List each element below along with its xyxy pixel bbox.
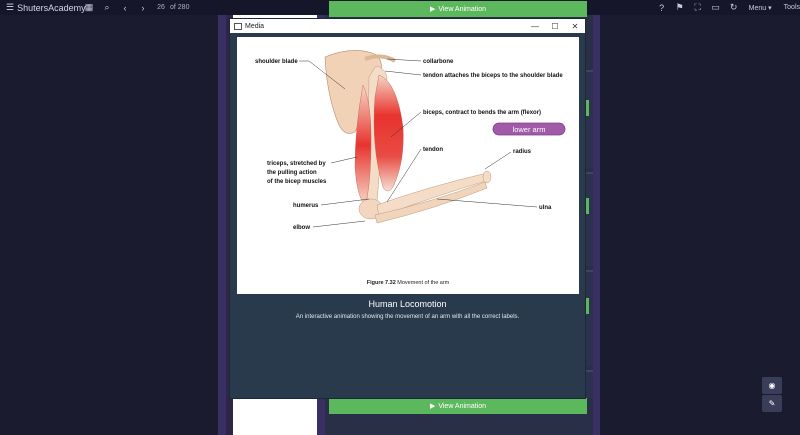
media-modal: Media — ☐ ✕ xyxy=(229,18,586,399)
collarbone-shape xyxy=(364,54,397,63)
menu-grid-icon: ☰ xyxy=(6,2,15,12)
previous-page-icon[interactable]: ‹ xyxy=(123,2,127,13)
label-elbow: elbow xyxy=(293,225,310,231)
view-toggle-button[interactable]: ◉ xyxy=(762,377,782,394)
view-animation-button[interactable]: ▶ View Animation xyxy=(329,398,587,414)
view-animation-label: View Animation xyxy=(438,402,487,410)
leader-line xyxy=(484,151,512,170)
label-tendon-biceps: tendon attaches the biceps to the should… xyxy=(423,73,563,79)
maximize-icon[interactable]: ☐ xyxy=(551,21,559,31)
toolbar-right: ? ⚑ ⛶ ▭ ↻ Menu ▾ Tools xyxy=(653,0,800,15)
label-radius: radius xyxy=(513,149,532,155)
eye-icon: ◉ xyxy=(768,381,776,390)
leader-line xyxy=(312,220,366,228)
refresh-icon[interactable]: ↻ xyxy=(729,2,738,12)
label-biceps: biceps, contract to bends the arm (flexo… xyxy=(423,110,541,116)
play-icon: ▶ xyxy=(429,403,436,410)
label-triceps-line3: of the bicep muscles xyxy=(267,179,327,185)
leader-line xyxy=(386,148,422,203)
view-animation-button[interactable]: ▶ View Animation xyxy=(329,1,587,17)
label-collarbone: collarbone xyxy=(423,59,454,65)
leader-line xyxy=(330,156,358,164)
play-icon: ▶ xyxy=(429,6,436,13)
lower-arm-label: lower arm xyxy=(513,125,546,134)
label-ulna: ulna xyxy=(539,205,552,211)
label-triceps-line1: triceps, stretched by xyxy=(267,161,326,167)
caption-number: Figure 7.32 xyxy=(366,280,396,286)
leader-line xyxy=(436,198,538,208)
label-tendon: tendon xyxy=(423,147,443,153)
search-icon[interactable]: ⌕ xyxy=(104,2,110,12)
biceps-shape xyxy=(373,74,404,192)
app-title: ShutersAcademy xyxy=(17,2,86,13)
close-icon[interactable]: ✕ xyxy=(571,21,579,31)
label-humerus: humerus xyxy=(293,203,319,209)
modal-titlebar[interactable]: Media — ☐ ✕ xyxy=(230,19,585,33)
leader-line xyxy=(390,111,422,138)
modal-description: An interactive animation showing the mov… xyxy=(295,314,520,320)
label-triceps-line2: the pulling action xyxy=(267,170,317,176)
image-icon xyxy=(234,22,242,30)
wrist-shape xyxy=(482,170,492,184)
section-marker xyxy=(585,198,589,214)
leader-line xyxy=(320,198,370,206)
pencil-icon: ✎ xyxy=(768,399,776,408)
bookmark-icon[interactable]: ⚑ xyxy=(675,2,684,12)
app-brand[interactable]: ☰ ShutersAcademy xyxy=(0,2,86,13)
arm-figure: shoulder blade collarbone tendon attache… xyxy=(237,37,579,294)
modal-window-title: Media xyxy=(245,22,265,30)
next-page-icon[interactable]: › xyxy=(141,2,145,13)
modal-heading: Human Locomotion xyxy=(368,299,447,309)
label-shoulder-blade: shoulder blade xyxy=(255,59,298,65)
folder-icon[interactable]: ▭ xyxy=(711,2,720,12)
lower-arm-badge[interactable]: lower arm xyxy=(492,122,566,136)
leader-line xyxy=(299,60,346,90)
window-controls: — ☐ ✕ xyxy=(525,19,585,33)
figure-caption: Figure 7.32 Movement of the arm xyxy=(237,280,579,286)
leader-line xyxy=(386,58,422,62)
help-icon[interactable]: ? xyxy=(659,2,665,13)
menu-dropdown[interactable]: Menu ▾ xyxy=(748,4,772,12)
section-marker xyxy=(585,100,589,116)
section-marker xyxy=(585,298,589,314)
edit-button[interactable]: ✎ xyxy=(762,395,782,412)
total-pages: of 280 xyxy=(170,4,190,11)
tools-dropdown[interactable]: Tools xyxy=(783,4,800,11)
ulna-shape xyxy=(374,181,488,224)
minimize-icon[interactable]: — xyxy=(531,21,539,31)
view-animation-label: View Animation xyxy=(438,5,487,13)
library-icon[interactable]: ▦ xyxy=(84,2,94,12)
leader-line xyxy=(384,70,422,76)
fullscreen-icon[interactable]: ⛶ xyxy=(694,2,701,12)
current-page-number[interactable]: 26 xyxy=(157,4,165,11)
arm-diagram: shoulder blade collarbone tendon attache… xyxy=(255,50,566,231)
caption-text: Movement of the arm xyxy=(395,280,450,286)
